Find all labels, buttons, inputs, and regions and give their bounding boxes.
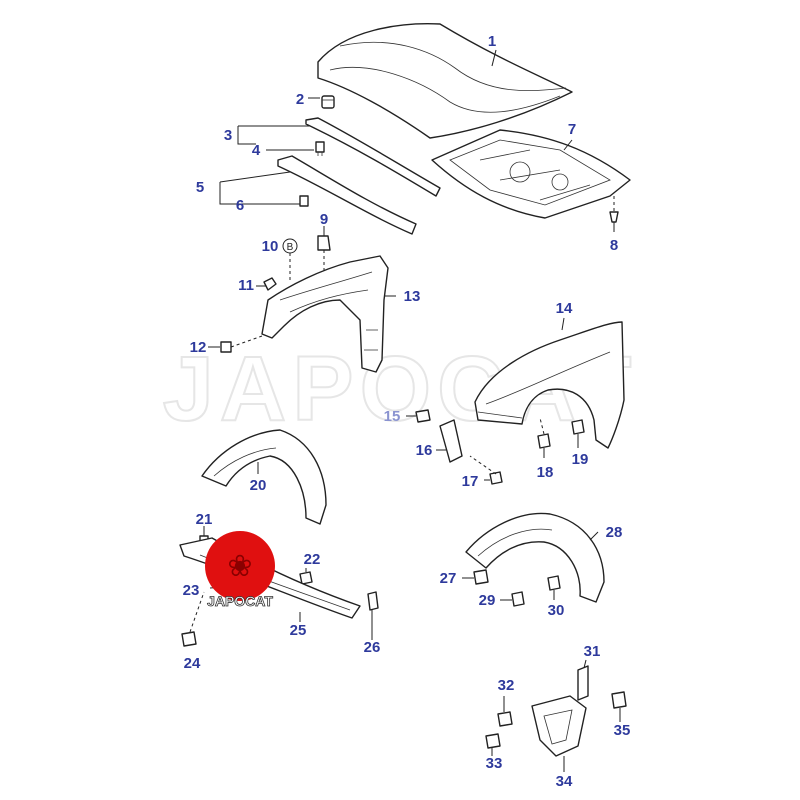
clip-29-part	[511, 591, 525, 607]
callout-35: 35	[614, 722, 631, 739]
nut-30-part	[547, 575, 561, 591]
front-fender-part	[474, 321, 625, 449]
rear-fender-liner-part	[465, 512, 605, 603]
bolt-22-part	[299, 571, 313, 585]
bracket-9-part	[317, 235, 331, 272]
bracket-16-part	[439, 419, 463, 463]
callout-20: 20	[250, 477, 267, 494]
clip-15-part	[415, 409, 431, 423]
callout-30: 30	[548, 602, 565, 619]
clip-12-part	[220, 335, 263, 353]
fender-liner-part	[201, 429, 327, 525]
callout-8: 8	[610, 237, 618, 254]
hood-seal-part	[305, 117, 441, 197]
callout-27: 27	[440, 570, 457, 587]
callout-22: 22	[304, 551, 321, 568]
seal-clip-part	[315, 141, 325, 156]
callout-24: 24	[184, 655, 201, 672]
logo-red-disc	[205, 531, 275, 601]
callout-32: 32	[498, 677, 515, 694]
callout-31: 31	[584, 643, 601, 660]
clip-27-part	[473, 569, 489, 585]
callout-labels: 1234567891011121314151617181920212223242…	[183, 33, 631, 790]
callout-34: 34	[556, 773, 573, 790]
callout-33: 33	[486, 755, 503, 772]
callout-28: 28	[606, 524, 623, 541]
mud-flap-part	[531, 695, 587, 757]
marker-letter: B	[287, 242, 294, 253]
clip-19-part	[571, 419, 585, 435]
callout-23: 23	[183, 582, 200, 599]
hood-insulator-part	[431, 129, 631, 219]
fender-apron-part	[261, 255, 389, 373]
nut-11-part	[263, 277, 277, 291]
callout-16: 16	[416, 442, 433, 459]
insulator-clip-part	[609, 196, 619, 223]
callout-5: 5	[196, 179, 204, 196]
reference-marker-b: B	[282, 238, 298, 280]
callout-7: 7	[568, 121, 576, 138]
hood-cushion-part	[321, 95, 335, 109]
bolt-32-part	[497, 711, 513, 727]
callout-25: 25	[290, 622, 307, 639]
lower-seal-clip-part	[299, 195, 309, 207]
callout-15: 15	[384, 408, 401, 425]
bolt-17-part	[469, 455, 503, 485]
callout-19: 19	[572, 451, 589, 468]
logo-ornament: ❀	[227, 549, 252, 584]
callout-10: 10	[262, 238, 279, 255]
callout-17: 17	[462, 473, 479, 490]
hood-part	[317, 23, 573, 139]
lower-seal-part	[277, 155, 417, 235]
callout-6: 6	[236, 197, 244, 214]
callout-2: 2	[296, 91, 304, 108]
callout-13: 13	[404, 288, 421, 305]
callout-12: 12	[190, 339, 207, 356]
japocat-logo: ❀ JAPOCAT	[205, 531, 275, 609]
nut-18-part	[537, 417, 551, 449]
bolt-24-part	[181, 591, 205, 647]
callout-4: 4	[252, 142, 261, 159]
callout-21: 21	[196, 511, 213, 528]
bolt-33-part	[485, 733, 501, 749]
clip-26-part	[367, 591, 379, 611]
callout-18: 18	[537, 464, 554, 481]
callout-14: 14	[556, 300, 573, 317]
logo-text: JAPOCAT	[207, 593, 273, 609]
leader-lines	[203, 49, 621, 772]
callout-29: 29	[479, 592, 496, 609]
clip-35-part	[611, 691, 627, 709]
callout-9: 9	[320, 211, 328, 228]
callout-26: 26	[364, 639, 381, 656]
callout-1: 1	[488, 33, 496, 50]
callout-11: 11	[238, 277, 254, 294]
rod-31-part	[577, 665, 589, 701]
callout-3: 3	[224, 127, 232, 144]
